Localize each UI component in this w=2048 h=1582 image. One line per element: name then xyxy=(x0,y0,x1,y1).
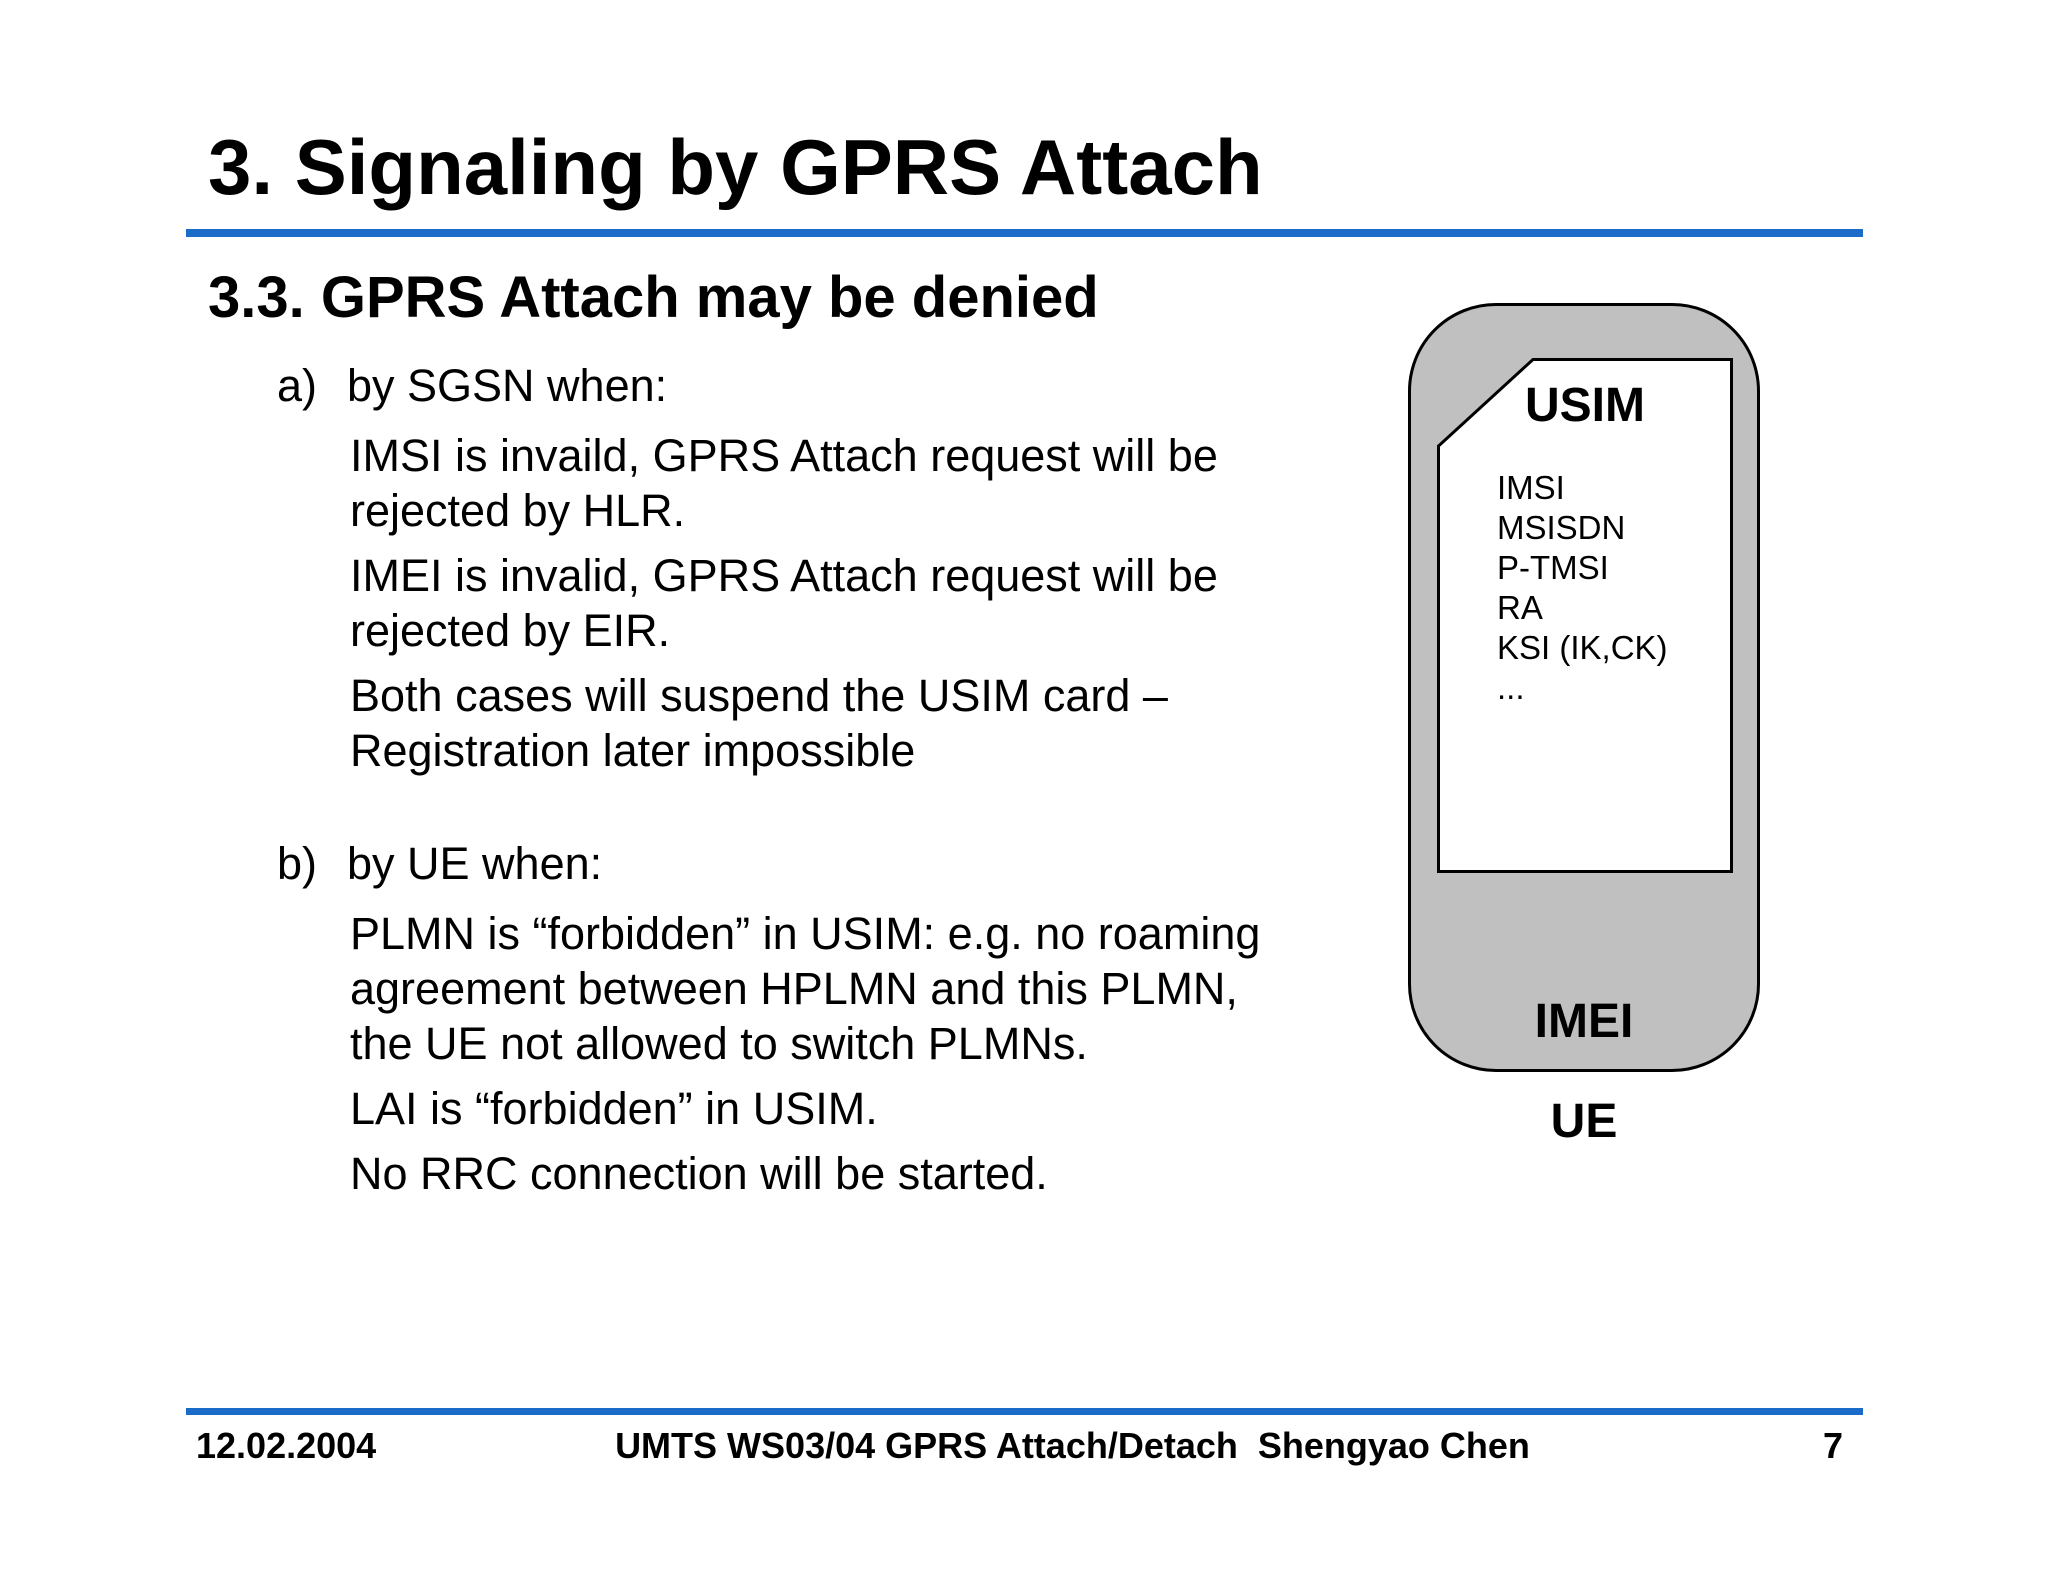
usim-card-shape xyxy=(1437,358,1733,873)
outline-item-b-paragraphs: PLMN is “forbidden” in USIM: e.g. no roa… xyxy=(350,906,1407,1201)
text-line: Both cases will suspend the USIM card – xyxy=(350,670,1168,721)
text-line: rejected by EIR. xyxy=(350,605,671,656)
text-line: LAI is “forbidden” in USIM. xyxy=(350,1083,878,1134)
text-line: No RRC connection will be started. xyxy=(350,1148,1048,1199)
usim-item: P-TMSI xyxy=(1497,549,1609,586)
title-underline xyxy=(186,229,1863,237)
usim-item: RA xyxy=(1497,589,1543,626)
section-heading: 3.3. GPRS Attach may be denied xyxy=(208,265,1099,330)
outline-item-b: b) by UE when: PLMN is “forbidden” in USI… xyxy=(277,836,1407,1201)
outline-item-a-heading: a) by SGSN when: xyxy=(277,358,1407,414)
usim-item: IMSI xyxy=(1497,469,1565,506)
outline: a) by SGSN when: IMSI is invaild, GPRS At… xyxy=(277,358,1407,1211)
imei-label: IMEI xyxy=(1534,995,1634,1048)
footer-page-number: 7 xyxy=(1822,1425,1843,1466)
text-line: Registration later impossible xyxy=(350,725,916,776)
outline-item-a: a) by SGSN when: IMSI is invaild, GPRS At… xyxy=(277,358,1407,778)
text-line: the UE not allowed to switch PLMNs. xyxy=(350,1018,1088,1069)
usim-item-list: IMSI MSISDN P-TMSI RA KSI (IK,CK) ... xyxy=(1497,468,1668,708)
text-line: PLMN is “forbidden” in USIM: e.g. no roa… xyxy=(350,908,1261,959)
text-line: rejected by HLR. xyxy=(350,485,686,536)
outline-item-b-heading-text: by UE when: xyxy=(347,838,603,889)
page-title: 3. Signaling by GPRS Attach xyxy=(208,123,1263,211)
usim-item: KSI (IK,CK) xyxy=(1497,629,1668,666)
paragraph: IMSI is invaild, GPRS Attach request wil… xyxy=(350,428,1407,538)
outline-item-a-marker: a) xyxy=(277,360,318,411)
ue-label: UE xyxy=(1550,1095,1618,1148)
paragraph: IMEI is invalid, GPRS Attach request wil… xyxy=(350,548,1407,658)
text-line: IMSI is invaild, GPRS Attach request wil… xyxy=(350,430,1218,481)
paragraph: PLMN is “forbidden” in USIM: e.g. no roa… xyxy=(350,906,1407,1071)
footer-date: 12.02.2004 xyxy=(196,1425,377,1466)
paragraph: Both cases will suspend the USIM card – … xyxy=(350,668,1407,778)
paragraph: LAI is “forbidden” in USIM. xyxy=(350,1081,1407,1136)
usim-label: USIM xyxy=(1525,379,1645,432)
usim-item: MSISDN xyxy=(1497,509,1626,546)
text-line: agreement between HPLMN and this PLMN, xyxy=(350,963,1238,1014)
outline-item-b-heading: b) by UE when: xyxy=(277,836,1407,892)
footer-rule xyxy=(186,1408,1863,1415)
usim-item: ... xyxy=(1497,669,1525,706)
outline-item-b-marker: b) xyxy=(277,838,318,889)
text-line: IMEI is invalid, GPRS Attach request wil… xyxy=(350,550,1218,601)
paragraph: No RRC connection will be started. xyxy=(350,1146,1407,1201)
footer-center-text: UMTS WS03/04 GPRS Attach/Detach Shengyao… xyxy=(615,1425,1530,1466)
outline-item-a-paragraphs: IMSI is invaild, GPRS Attach request wil… xyxy=(350,428,1407,778)
outline-item-a-heading-text: by SGSN when: xyxy=(347,360,668,411)
